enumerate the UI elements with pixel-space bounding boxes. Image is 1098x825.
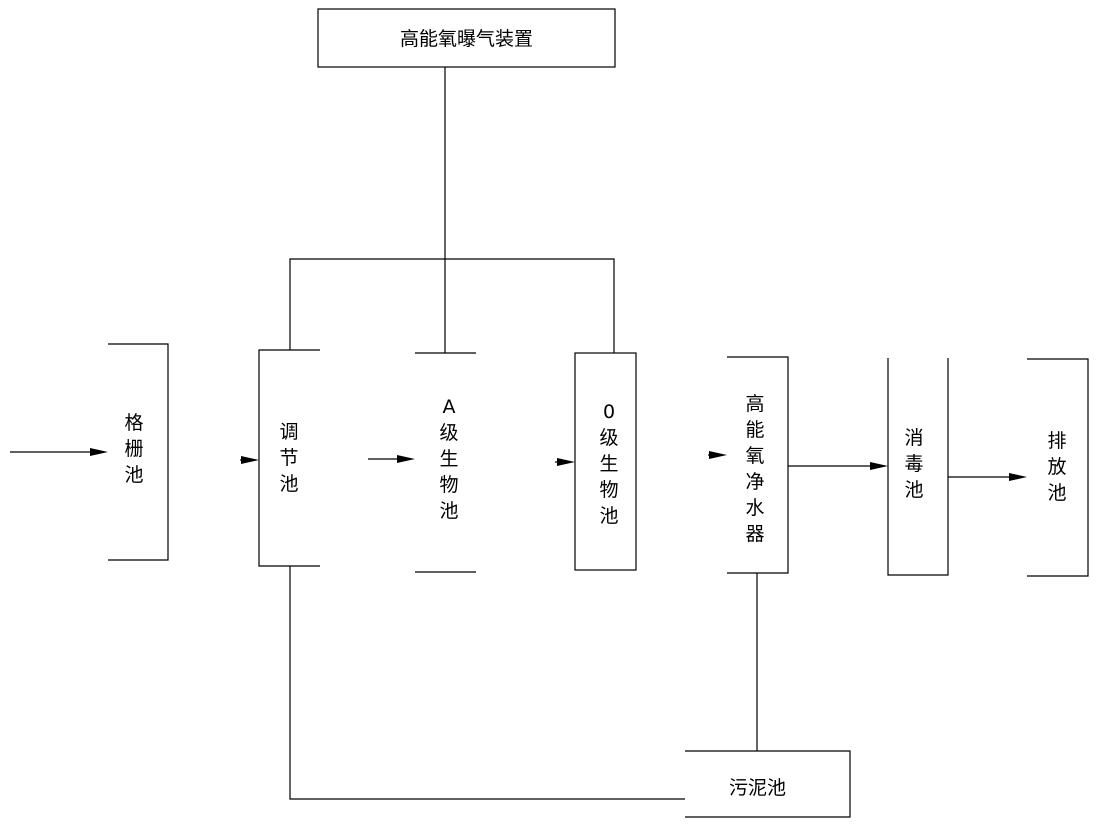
purifier-label: 高能氧净水器 (745, 393, 765, 545)
aeration-label: 高能氧曝气装置 (399, 28, 533, 50)
regulating-label: 调节池 (279, 421, 299, 495)
a-bio-label: A级生物池 (439, 396, 459, 522)
arrow-head (709, 451, 727, 459)
disinfection-label: 消毒池 (904, 427, 924, 501)
sludge-label: 污泥池 (728, 777, 786, 799)
o-bio-label: 0级生物池 (599, 401, 619, 527)
discharge-label: 排放池 (1047, 430, 1067, 504)
disinfection-box (887, 358, 949, 576)
o-bio-box (574, 352, 637, 571)
arrow-head (90, 448, 108, 456)
sludge-box (685, 750, 851, 818)
aeration-branch-line (289, 258, 615, 353)
aeration-box (317, 8, 616, 68)
arrow-head (241, 456, 259, 464)
arrow-head (870, 462, 888, 470)
arrow-head (1009, 473, 1027, 481)
grille-label: 格栅池 (124, 412, 144, 486)
grille-box (108, 343, 169, 561)
arrow-head (397, 455, 415, 463)
discharge-box (1027, 358, 1089, 577)
arrow-head (557, 458, 575, 466)
sludge-return-line (289, 566, 685, 800)
